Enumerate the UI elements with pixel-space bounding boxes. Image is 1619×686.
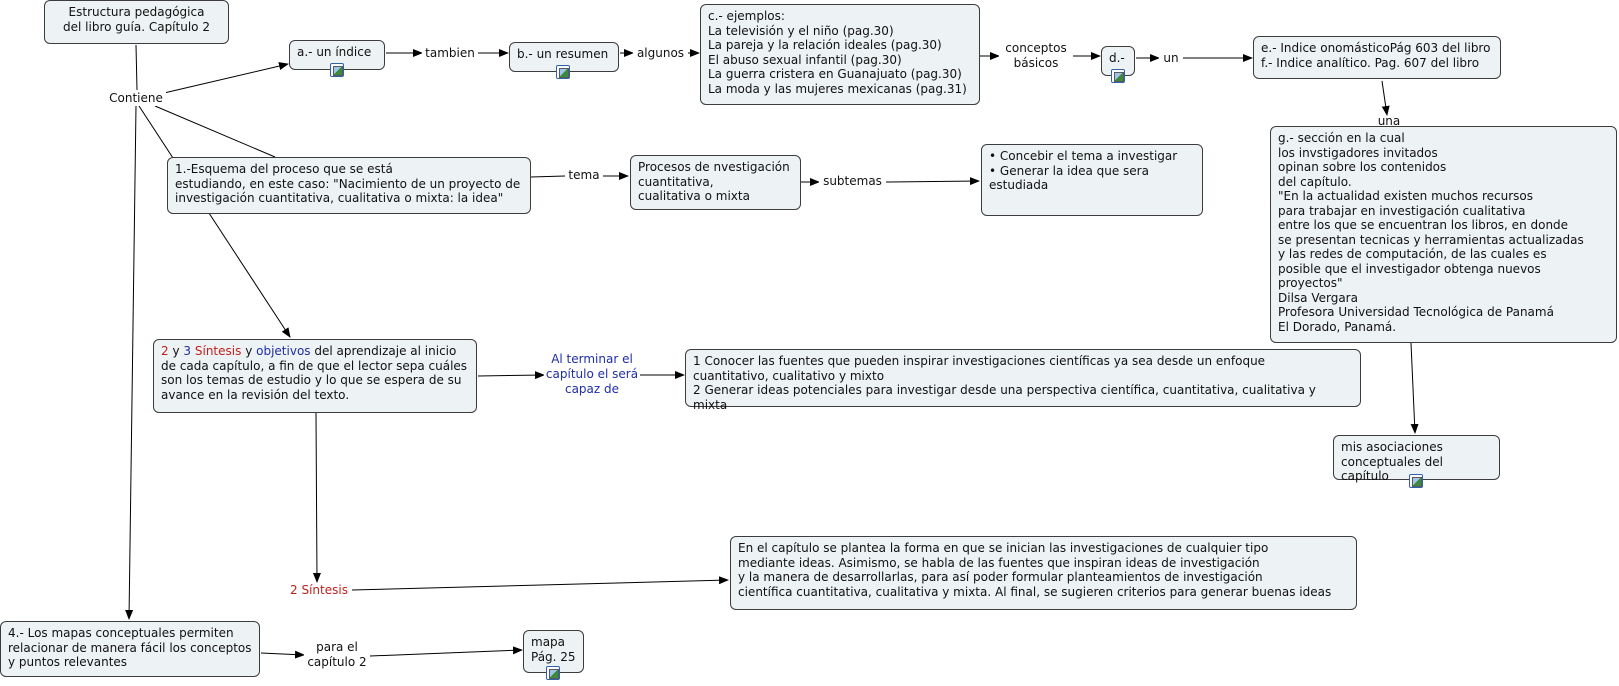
link-label-conceptos-basicos: conceptos básicos [999, 41, 1073, 71]
node-root[interactable]: Estructura pedagógica del libro guía. Ca… [44, 0, 229, 44]
subtema-item: • Generar la idea que sera estudiada [989, 163, 1149, 193]
node-c-ejemplos[interactable]: c.- ejemplos: La televisión y el niño (p… [700, 4, 980, 105]
node-resumen-capitulo[interactable]: En el capítulo se plantea la forma en qu… [730, 536, 1357, 610]
objetivos-word: objetivos [256, 344, 311, 358]
link-label-algunos: algunos [633, 46, 688, 61]
node-e-f-indices[interactable]: e.- Indice onomásticoPág 603 del libro f… [1253, 36, 1501, 79]
link-label-una: una [1377, 114, 1401, 128]
link-label-subtemas: subtemas [819, 174, 886, 189]
sintesis-word: Síntesis [194, 344, 242, 358]
description-text: del aprendizaje al inicio de cada capítu… [161, 344, 468, 402]
node-1-esquema[interactable]: 1.-Esquema del proceso que se está estud… [167, 157, 531, 214]
image-attachment-icon[interactable] [1111, 69, 1125, 83]
node-goals[interactable]: 1 Conocer las fuentes que pueden inspira… [685, 349, 1361, 412]
conjunction: y [172, 344, 180, 358]
image-attachment-icon[interactable] [556, 65, 570, 79]
node-b-resumen[interactable]: b.- un resumen [509, 42, 619, 72]
link-label-tema: tema [565, 168, 603, 183]
link-label-un: un [1159, 51, 1183, 66]
number-2: 2 [161, 344, 169, 358]
conjunction: y [245, 344, 253, 358]
node-4-mapas[interactable]: 4.- Los mapas conceptuales permiten rela… [0, 621, 260, 677]
node-procesos[interactable]: Procesos de nvestigación cuantitativa, c… [630, 155, 801, 210]
subtema-item: • Concebir el tema a investigar [989, 149, 1178, 163]
image-attachment-icon[interactable] [1409, 474, 1423, 488]
link-label-tambien: tambien [422, 46, 478, 61]
link-label-para-el-capitulo: para el capítulo 2 [304, 640, 370, 670]
node-subtemas-list[interactable]: • Concebir el tema a investigar • Genera… [981, 144, 1203, 216]
link-label-al-terminar: Al terminar el capítulo el será capaz de [544, 352, 640, 397]
link-label-contiene: Contiene [106, 91, 166, 106]
node-mapa[interactable]: mapa Pág. 25 [523, 630, 584, 673]
image-attachment-icon[interactable] [546, 666, 560, 680]
image-attachment-icon[interactable] [330, 63, 344, 77]
link-label-2-sintesis: 2 Síntesis [286, 583, 352, 598]
number-3: 3 [183, 344, 192, 358]
node-2-3-sintesis-objetivos[interactable]: 2 y 3 Síntesis y objetivos del aprendiza… [153, 339, 477, 413]
node-g-seccion[interactable]: g.- sección en la cual los invstigadores… [1270, 126, 1617, 343]
